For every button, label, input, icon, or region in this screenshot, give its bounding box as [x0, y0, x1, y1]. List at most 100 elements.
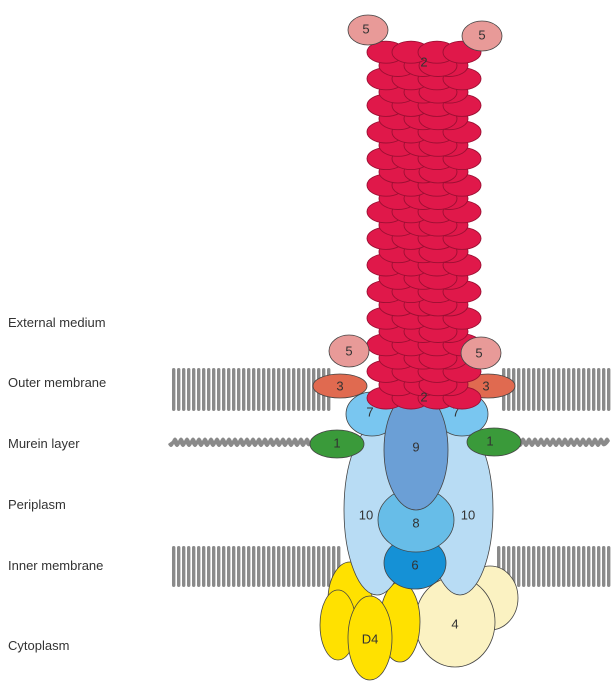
- lipid-segment: [302, 368, 305, 411]
- lipid-segment: [592, 368, 595, 411]
- lipid-segment: [177, 546, 180, 587]
- component-9-label: 9: [412, 439, 419, 454]
- lipid-segment: [552, 546, 555, 587]
- lipid-segment: [247, 368, 250, 411]
- lipid-segment: [592, 546, 595, 587]
- lipid-segment: [577, 368, 580, 411]
- murein-segment: [168, 438, 316, 448]
- lipid-segment: [317, 546, 320, 587]
- lipid-segment: [282, 368, 285, 411]
- lipid-segment: [577, 546, 580, 587]
- lipid-segment: [557, 368, 560, 411]
- label-periplasm: Periplasm: [8, 497, 66, 512]
- component-2-base-label: 2: [420, 389, 427, 404]
- lipid-segment: [237, 368, 240, 411]
- lipid-segment: [197, 546, 200, 587]
- lipid-segment: [537, 368, 540, 411]
- lipid-segment: [277, 368, 280, 411]
- lipid-segment: [287, 546, 290, 587]
- label-outer-membrane: Outer membrane: [8, 375, 106, 390]
- lipid-segment: [257, 368, 260, 411]
- component-8-label: 8: [412, 515, 419, 530]
- lipid-segment: [182, 368, 185, 411]
- lipid-segment: [207, 368, 210, 411]
- lipid-segment: [272, 368, 275, 411]
- lipid-segment: [182, 546, 185, 587]
- lipid-segment: [547, 368, 550, 411]
- lipid-segment: [197, 368, 200, 411]
- lipid-segment: [567, 546, 570, 587]
- murein-segment: [517, 438, 610, 448]
- lipid-segment: [227, 546, 230, 587]
- lipid-segment: [587, 368, 590, 411]
- lipid-segment: [607, 546, 610, 587]
- lipid-segment: [597, 368, 600, 411]
- lipid-segment: [517, 368, 520, 411]
- lipid-segment: [562, 546, 565, 587]
- lipid-segment: [232, 368, 235, 411]
- lipid-segment: [547, 546, 550, 587]
- lipid-segment: [292, 546, 295, 587]
- component-7-left-label: 7: [366, 404, 373, 419]
- lipid-segment: [537, 546, 540, 587]
- component-d4-label: D4: [362, 631, 379, 646]
- lipid-segment: [247, 546, 250, 587]
- lipid-segment: [232, 546, 235, 587]
- lipid-segment: [517, 546, 520, 587]
- lipid-segment: [297, 368, 300, 411]
- lipid-segment: [277, 546, 280, 587]
- component-5-mid-right-label: 5: [475, 345, 482, 360]
- lipid-segment: [202, 368, 205, 411]
- lipid-segment: [522, 546, 525, 587]
- lipid-segment: [602, 546, 605, 587]
- lipid-segment: [572, 368, 575, 411]
- label-cytoplasm: Cytoplasm: [8, 638, 69, 653]
- lipid-segment: [212, 546, 215, 587]
- lipid-segment: [222, 546, 225, 587]
- lipid-segment: [587, 546, 590, 587]
- lipid-segment: [542, 546, 545, 587]
- lipid-segment: [222, 368, 225, 411]
- lipid-segment: [532, 368, 535, 411]
- lipid-segment: [237, 546, 240, 587]
- component-4-label: 4: [451, 616, 458, 631]
- lipid-segment: [322, 546, 325, 587]
- component-5-top-left-label: 5: [362, 21, 369, 36]
- lipid-segment: [172, 368, 175, 411]
- lipid-segment: [207, 546, 210, 587]
- lipid-segment: [527, 368, 530, 411]
- lipid-segment: [192, 546, 195, 587]
- lipid-segment: [582, 368, 585, 411]
- component-5-mid-left-label: 5: [345, 343, 352, 358]
- component-5-top-right-label: 5: [478, 27, 485, 42]
- lipid-segment: [257, 546, 260, 587]
- component-1-right-label: 1: [486, 433, 493, 448]
- lipid-segment: [302, 546, 305, 587]
- lipid-segment: [177, 368, 180, 411]
- lipid-segment: [217, 546, 220, 587]
- lipid-segment: [542, 368, 545, 411]
- component-2-top-label: 2: [420, 54, 427, 69]
- lipid-segment: [282, 546, 285, 587]
- lipid-segment: [597, 546, 600, 587]
- lipid-segment: [532, 546, 535, 587]
- lipid-segment: [312, 546, 315, 587]
- lipid-segment: [187, 368, 190, 411]
- lipid-segment: [212, 368, 215, 411]
- lipid-segment: [297, 546, 300, 587]
- lipid-segment: [172, 546, 175, 587]
- lipid-segment: [522, 368, 525, 411]
- component-3-right-label: 3: [482, 378, 489, 393]
- lipid-segment: [602, 368, 605, 411]
- lipid-segment: [567, 368, 570, 411]
- component-6-label: 6: [411, 557, 418, 572]
- lipid-segment: [187, 546, 190, 587]
- lipid-segment: [192, 368, 195, 411]
- lipid-segment: [572, 546, 575, 587]
- lipid-segment: [557, 546, 560, 587]
- lipid-segment: [252, 368, 255, 411]
- lipid-segment: [562, 368, 565, 411]
- lipid-segment: [272, 546, 275, 587]
- lipid-segment: [527, 546, 530, 587]
